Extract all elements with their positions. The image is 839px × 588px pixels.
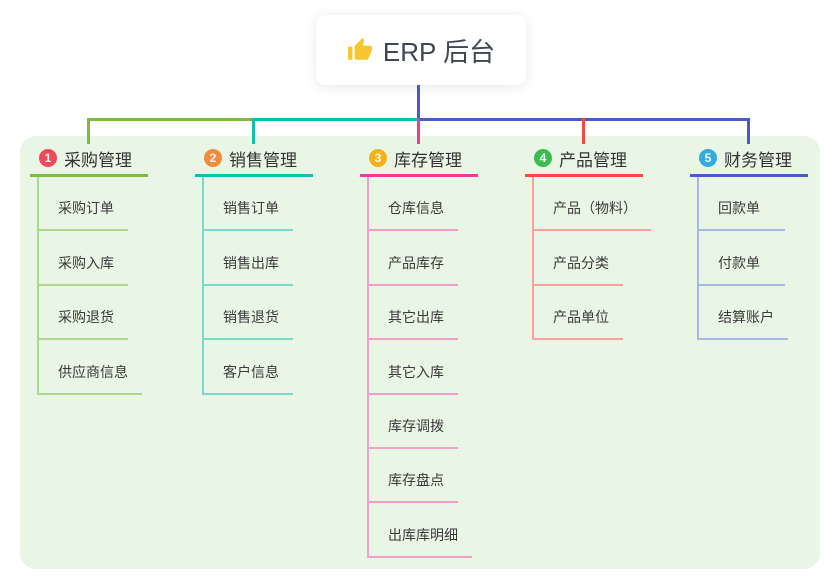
branch-children-产品管理: 产品（物料） 产品分类产品单位 — [532, 177, 651, 341]
branch-children-采购管理: 采购订单采购入库采购退货供应商信息 — [37, 177, 142, 395]
branch-drop-line — [252, 118, 255, 144]
child-node[interactable]: 客户信息 — [202, 340, 293, 395]
child-node-label: 结算账户 — [718, 309, 774, 326]
child-node-label: 客户信息 — [223, 363, 279, 380]
child-node-label: 销售订单 — [223, 200, 279, 217]
root-label: ERP 后台 — [382, 36, 496, 67]
child-node-label: 库存调拨 — [388, 417, 444, 434]
child-node-label: 其它入库 — [388, 363, 444, 380]
child-node-label: 其它出库 — [388, 309, 444, 326]
child-node[interactable]: 产品库存 — [367, 231, 458, 286]
child-node[interactable]: 采购退货 — [37, 286, 128, 341]
child-connector-vline — [37, 177, 39, 395]
child-node[interactable]: 产品（物料） — [532, 177, 651, 232]
branch-node-采购管理[interactable]: 1 采购管理 — [30, 147, 148, 177]
child-connector-vline — [202, 177, 204, 395]
branch-node-财务管理[interactable]: 5 财务管理 — [690, 147, 808, 177]
root-trunk-line — [417, 85, 420, 121]
branch-title-label: 产品管理 — [559, 150, 627, 170]
child-node[interactable]: 出库库明细 — [367, 503, 472, 558]
child-node[interactable]: 销售订单 — [202, 177, 293, 232]
branch-children-销售管理: 销售订单销售出库销售退货客户信息 — [202, 177, 293, 395]
branch-node-销售管理[interactable]: 2 销售管理 — [195, 147, 313, 177]
thumbs-up-icon — [347, 37, 373, 63]
child-node[interactable]: 采购入库 — [37, 231, 128, 286]
child-node-label: 产品（物料） — [553, 200, 637, 217]
child-node[interactable]: 库存盘点 — [367, 449, 458, 504]
child-node[interactable]: 采购订单 — [37, 177, 128, 232]
branch-title-label: 财务管理 — [724, 150, 792, 170]
branch-title-label: 库存管理 — [394, 150, 462, 170]
child-node[interactable]: 产品单位 — [532, 286, 623, 341]
mindmap-panel — [20, 136, 820, 569]
child-node[interactable]: 其它入库 — [367, 340, 458, 395]
branch-title-label: 销售管理 — [229, 150, 297, 170]
child-node[interactable]: 付款单 — [697, 231, 785, 286]
child-connector-vline — [532, 177, 534, 341]
child-node[interactable]: 回款单 — [697, 177, 785, 232]
branch-badge-icon: 1 — [39, 149, 57, 167]
child-node[interactable]: 销售出库 — [202, 231, 293, 286]
child-node[interactable]: 结算账户 — [697, 286, 788, 341]
branch-drop-line — [87, 118, 90, 144]
child-node[interactable]: 产品分类 — [532, 231, 623, 286]
branch-drop-line — [582, 118, 585, 144]
branch-children-库存管理: 仓库信息产品库存其它出库其它入库库存调拨库存盘点出库库明细 — [367, 177, 472, 558]
child-node[interactable]: 库存调拨 — [367, 395, 458, 449]
branch-drop-line — [747, 118, 750, 144]
child-node-label: 采购退货 — [58, 309, 114, 326]
root-node[interactable]: ERP 后台 — [316, 15, 526, 85]
child-node-label: 产品分类 — [553, 254, 609, 271]
branch-node-库存管理[interactable]: 3 库存管理 — [360, 147, 478, 177]
child-node[interactable]: 供应商信息 — [37, 340, 142, 395]
child-node-label: 采购订单 — [58, 200, 114, 217]
branch-title-label: 采购管理 — [64, 150, 132, 170]
child-node-label: 销售出库 — [223, 254, 279, 271]
child-node-label: 供应商信息 — [58, 363, 128, 380]
branch-badge-icon: 4 — [534, 149, 552, 167]
branch-children-财务管理: 回款单付款单结算账户 — [697, 177, 788, 341]
child-node-label: 回款单 — [718, 200, 760, 217]
child-node[interactable]: 其它出库 — [367, 286, 458, 341]
child-node-label: 仓库信息 — [388, 200, 444, 217]
child-node[interactable]: 销售退货 — [202, 286, 293, 341]
child-node-label: 采购入库 — [58, 254, 114, 271]
child-node-label: 销售退货 — [223, 309, 279, 326]
child-node-label: 产品单位 — [553, 309, 609, 326]
child-connector-vline — [697, 177, 699, 341]
branch-badge-icon: 5 — [699, 149, 717, 167]
bus-segment-2 — [252, 118, 419, 121]
branch-badge-icon: 2 — [204, 149, 222, 167]
child-node-label: 出库库明细 — [388, 526, 458, 543]
child-node-label: 付款单 — [718, 254, 760, 271]
branch-node-产品管理[interactable]: 4 产品管理 — [525, 147, 643, 177]
bus-segment-1 — [87, 118, 254, 121]
branch-drop-line — [417, 118, 420, 144]
branch-badge-icon: 3 — [369, 149, 387, 167]
child-node-label: 产品库存 — [388, 254, 444, 271]
child-connector-vline — [367, 177, 369, 558]
child-node-label: 库存盘点 — [388, 472, 444, 489]
child-node[interactable]: 仓库信息 — [367, 177, 458, 232]
